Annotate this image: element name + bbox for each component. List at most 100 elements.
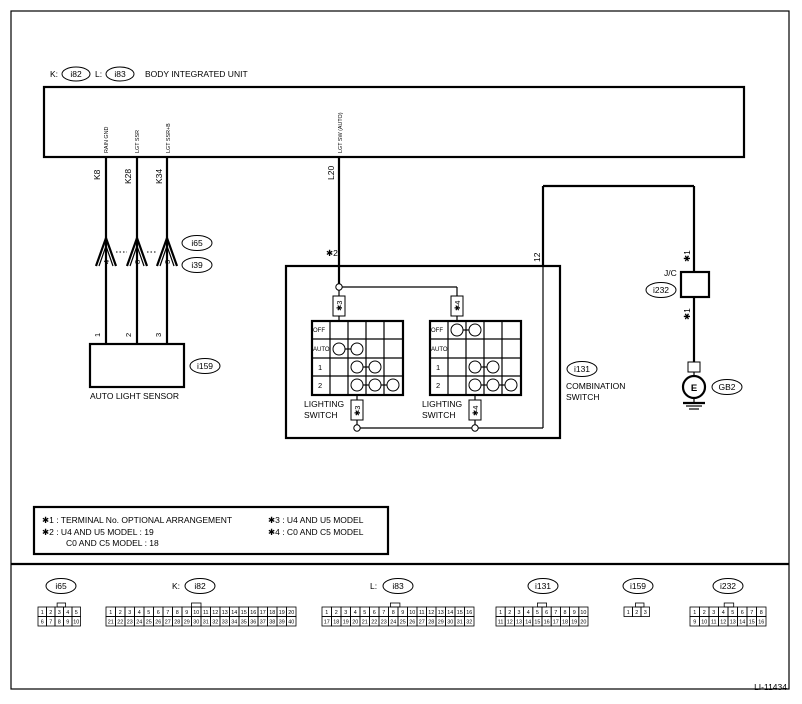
combination-switch: ✱2 ✱3 ✱4 OFF AUTO 1 2 (284, 157, 625, 440)
connector-pin-number: 2 (635, 610, 638, 616)
connector-pin-number: 19 (571, 620, 577, 626)
switch1-label-line2: SWITCH (304, 410, 338, 420)
connector-pin-number: 31 (203, 620, 209, 626)
connector-pin-number: 20 (352, 620, 358, 626)
connector-pin-number: 14 (739, 620, 745, 626)
unit-k-connector-oval (61, 66, 91, 82)
pin-rain-gnd: RAIN GND (104, 127, 110, 153)
connector-pin-number: 13 (222, 610, 228, 616)
harness-conn-a: i65 (191, 238, 203, 248)
connector-pin-number: 6 (41, 620, 44, 626)
connector-pin-number: 19 (279, 610, 285, 616)
switch1-mark-bottom: ✱3 (353, 406, 362, 416)
connector-pin-number: 12 (428, 610, 434, 616)
connector-pin-number: 12 (507, 620, 513, 626)
connector-pin-number: 21 (108, 620, 114, 626)
connector-view-oval (712, 578, 744, 594)
connector-pin-number: 32 (466, 620, 472, 626)
terminal-l20: L20 (326, 166, 336, 180)
connector-latch (389, 602, 401, 608)
connector-pin-number: 39 (279, 620, 285, 626)
connector-pin-number: 11 (419, 610, 425, 616)
connector-pin-number: 9 (401, 610, 404, 616)
connector-pin-number: 4 (722, 610, 725, 616)
connector-pin-number: 3 (128, 610, 131, 616)
connector-pin-number: 14 (447, 610, 453, 616)
terminal-k28: K28 (123, 169, 133, 184)
connector-pin-cell (756, 616, 767, 627)
connector-pin-cell (578, 616, 589, 627)
connector-pin-number: 27 (165, 620, 171, 626)
connector-pin-number: 3 (518, 610, 521, 616)
connector-pin-number: 28 (174, 620, 180, 626)
unit-l-connector: i83 (114, 69, 126, 79)
harness-connector: 4 8 3 i65 i39 (94, 234, 213, 273)
connector-pin-number: 11 (498, 620, 504, 626)
ground-symbol: E (691, 383, 697, 394)
note-2b: C0 AND C5 MODEL : 18 (66, 538, 159, 548)
connector-latch (723, 602, 735, 608)
switch1-label-line1: LIGHTING (304, 399, 344, 409)
connector-pin-number: 10 (409, 610, 415, 616)
unit-title: BODY INTEGRATED UNIT (145, 69, 248, 79)
body-integrated-unit: K: i82 L: i83 BODY INTEGRATED UNIT RAIN … (42, 66, 746, 159)
pin-lgt-sw-auto: LGT SW (AUTO) (338, 112, 344, 153)
connector-pin-number: 21 (362, 620, 368, 626)
connector-view-label: i82 (194, 581, 206, 591)
connector-pin-number: 16 (544, 620, 550, 626)
joint-mark-bottom: ✱1 (682, 308, 692, 320)
connector-pin-number: 38 (269, 620, 275, 626)
combo-label-line2: SWITCH (566, 392, 600, 402)
connector-pin-cell (640, 606, 650, 617)
connector-view-oval (45, 578, 77, 594)
connector-pin-number: 17 (260, 610, 266, 616)
connector-pin-number: 11 (711, 620, 717, 626)
sensor-pin-1: 1 (93, 333, 102, 337)
connector-pin-number: 12 (720, 620, 726, 626)
note-2a: ✱2 : U4 AND U5 MODEL : 19 (42, 527, 154, 537)
sensor-pin-3: 3 (154, 333, 163, 337)
combo-note-2: ✱2 (326, 248, 338, 258)
switch1-row-2: 2 (318, 381, 322, 390)
harness-pin-8: 8 (133, 260, 142, 264)
connector-pin-number: 17 (553, 620, 559, 626)
connector-pin-number: 37 (260, 620, 266, 626)
ground-label: GB2 (718, 382, 735, 392)
connector-pin-number: 22 (371, 620, 377, 626)
harness-conn-b: i39 (191, 260, 203, 270)
connector-pin-number: 15 (457, 610, 463, 616)
notes-box: ✱1 : TERMINAL No. OPTIONAL ARRANGEMENT ✱… (32, 505, 390, 556)
joint-connector: J/C i232 ✱1 (645, 268, 711, 362)
connector-view-oval (184, 578, 216, 594)
connector-pin-number: 34 (231, 620, 237, 626)
connector-latch (537, 602, 548, 608)
connector-pin-number: 6 (741, 610, 744, 616)
connector-latch (635, 602, 645, 608)
connector-pin-number: 29 (184, 620, 190, 626)
connector-pin-number: 24 (390, 620, 396, 626)
switch2-row-auto: AUTO (431, 347, 448, 353)
connector-view-prefix: L: (370, 581, 377, 591)
sensor-connector: i159 (197, 361, 213, 371)
connector-pin-number: 18 (333, 620, 339, 626)
figure-id: LI-11434 (754, 682, 787, 692)
switch2-mark-bottom: ✱4 (471, 406, 480, 416)
sensor-wires (104, 157, 169, 344)
combo-label-line1: COMBINATION (566, 381, 625, 391)
pin-lgt-ssr-b: LGT SSR+B (166, 123, 172, 153)
connector-pin-number: 1 (693, 610, 696, 616)
connector-pin-number: 6 (373, 610, 376, 616)
terminal-k8: K8 (92, 169, 102, 180)
ground-wire: 12 ✱1 (532, 184, 696, 272)
connector-pin-number: 20 (288, 610, 294, 616)
ground-point: E GB2 (681, 361, 743, 410)
connector-pin-cell (71, 616, 81, 627)
connector-pin-number: 15 (534, 620, 540, 626)
harness-pin-4: 4 (102, 260, 111, 264)
connector-pin-number: 26 (155, 620, 161, 626)
connector-view-label: i232 (720, 581, 736, 591)
connector-pin-number: 5 (363, 610, 366, 616)
connector-pin-number: 25 (146, 620, 152, 626)
